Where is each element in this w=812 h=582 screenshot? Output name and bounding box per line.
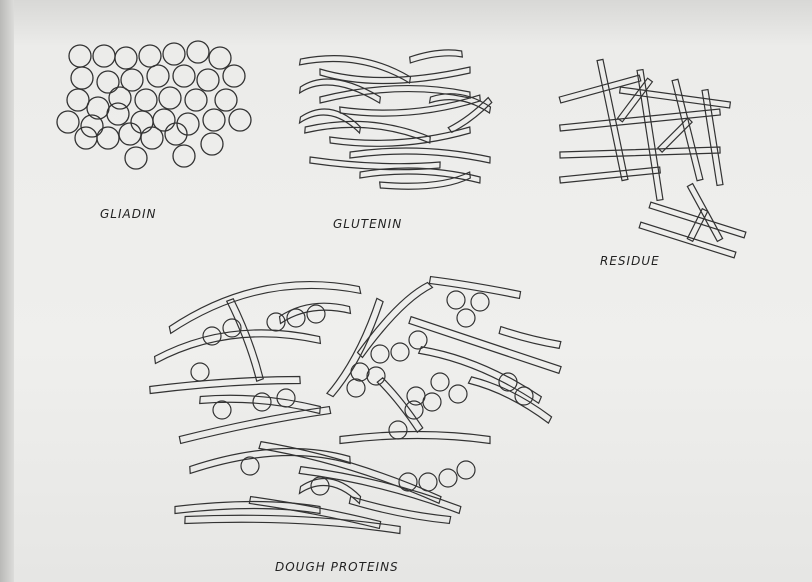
residue-bar bbox=[637, 70, 663, 201]
gliadin-sphere bbox=[115, 47, 137, 69]
dough-proteins-sketch bbox=[150, 277, 561, 534]
dough-proteins-label: DOUGH PROTEINS bbox=[275, 560, 399, 574]
gliadin-sphere bbox=[71, 67, 93, 89]
dough-strand bbox=[227, 299, 264, 381]
gliadin-sphere bbox=[223, 65, 245, 87]
dough-strand bbox=[468, 377, 551, 423]
dough-strand bbox=[499, 327, 561, 349]
dough-sphere bbox=[447, 291, 465, 309]
gliadin-sphere bbox=[67, 89, 89, 111]
gliadin-sphere bbox=[139, 45, 161, 67]
dough-sphere bbox=[347, 379, 365, 397]
gliadin-sphere bbox=[159, 87, 181, 109]
residue-bar bbox=[639, 222, 736, 258]
dough-sphere bbox=[389, 421, 407, 439]
dough-sphere bbox=[431, 373, 449, 391]
glutenin-strand bbox=[330, 127, 470, 146]
gliadin-sphere bbox=[173, 145, 195, 167]
residue-bar bbox=[559, 75, 641, 103]
dough-sphere bbox=[439, 469, 457, 487]
gliadin-sphere bbox=[131, 111, 153, 133]
gliadin-sphere bbox=[81, 115, 103, 137]
gliadin-sphere bbox=[203, 109, 225, 131]
gliadin-sphere bbox=[125, 147, 147, 169]
gliadin-sketch bbox=[57, 41, 251, 169]
dough-sphere bbox=[307, 305, 325, 323]
gliadin-sphere bbox=[163, 43, 185, 65]
dough-sphere bbox=[253, 393, 271, 411]
glutenin-strand bbox=[300, 56, 411, 83]
gliadin-sphere bbox=[97, 71, 119, 93]
gliadin-label: GLIADIN bbox=[100, 207, 157, 221]
gliadin-sphere bbox=[135, 89, 157, 111]
gliadin-sphere bbox=[97, 127, 119, 149]
dough-strand bbox=[169, 282, 360, 334]
gliadin-sphere bbox=[229, 109, 251, 131]
dough-sphere bbox=[391, 343, 409, 361]
gliadin-sphere bbox=[107, 103, 129, 125]
dough-sphere bbox=[399, 473, 417, 491]
gliadin-sphere bbox=[75, 127, 97, 149]
residue-bar bbox=[658, 118, 692, 152]
gliadin-sphere bbox=[93, 45, 115, 67]
dough-strand bbox=[150, 377, 300, 394]
gliadin-sphere bbox=[57, 111, 79, 133]
dough-sphere bbox=[457, 461, 475, 479]
dough-sphere bbox=[277, 389, 295, 407]
glutenin-strand bbox=[340, 95, 481, 116]
dough-sphere bbox=[191, 363, 209, 381]
gliadin-sphere bbox=[109, 87, 131, 109]
residue-label: RESIDUE bbox=[600, 254, 660, 268]
dough-strand bbox=[340, 432, 490, 444]
gliadin-sphere bbox=[197, 69, 219, 91]
glutenin-strand bbox=[350, 148, 490, 163]
dough-sphere bbox=[371, 345, 389, 363]
gliadin-sphere bbox=[69, 45, 91, 67]
gliadin-sphere bbox=[173, 65, 195, 87]
dough-sphere bbox=[471, 293, 489, 311]
dough-sphere bbox=[223, 319, 241, 337]
dough-sphere bbox=[351, 363, 369, 381]
dough-sphere bbox=[407, 387, 425, 405]
gliadin-sphere bbox=[215, 89, 237, 111]
dough-sphere bbox=[241, 457, 259, 475]
dough-sphere bbox=[449, 385, 467, 403]
dough-strand bbox=[409, 317, 561, 374]
dough-sphere bbox=[213, 401, 231, 419]
gliadin-sphere bbox=[209, 47, 231, 69]
gliadin-sphere bbox=[147, 65, 169, 87]
residue-bar bbox=[702, 90, 723, 186]
residue-sketch bbox=[559, 59, 746, 257]
glutenin-label: GLUTENIN bbox=[333, 217, 402, 231]
gliadin-sphere bbox=[185, 89, 207, 111]
dough-strand bbox=[349, 497, 450, 524]
dough-strand bbox=[179, 407, 330, 444]
residue-bar bbox=[560, 109, 721, 131]
dough-sphere bbox=[515, 387, 533, 405]
dough-sphere bbox=[419, 473, 437, 491]
gliadin-sphere bbox=[187, 41, 209, 63]
residue-bar bbox=[687, 184, 722, 242]
dough-sphere bbox=[409, 331, 427, 349]
dough-strand bbox=[280, 303, 351, 323]
dough-strand bbox=[259, 442, 441, 504]
gliadin-sphere bbox=[141, 127, 163, 149]
gliadin-sphere bbox=[201, 133, 223, 155]
dough-sphere bbox=[423, 393, 441, 411]
dough-strand bbox=[299, 467, 461, 514]
dough-sphere bbox=[367, 367, 385, 385]
gliadin-sphere bbox=[119, 123, 141, 145]
glutenin-sketch bbox=[300, 50, 492, 189]
glutenin-strand bbox=[410, 50, 463, 63]
dough-sphere bbox=[457, 309, 475, 327]
residue-bar bbox=[560, 167, 661, 183]
